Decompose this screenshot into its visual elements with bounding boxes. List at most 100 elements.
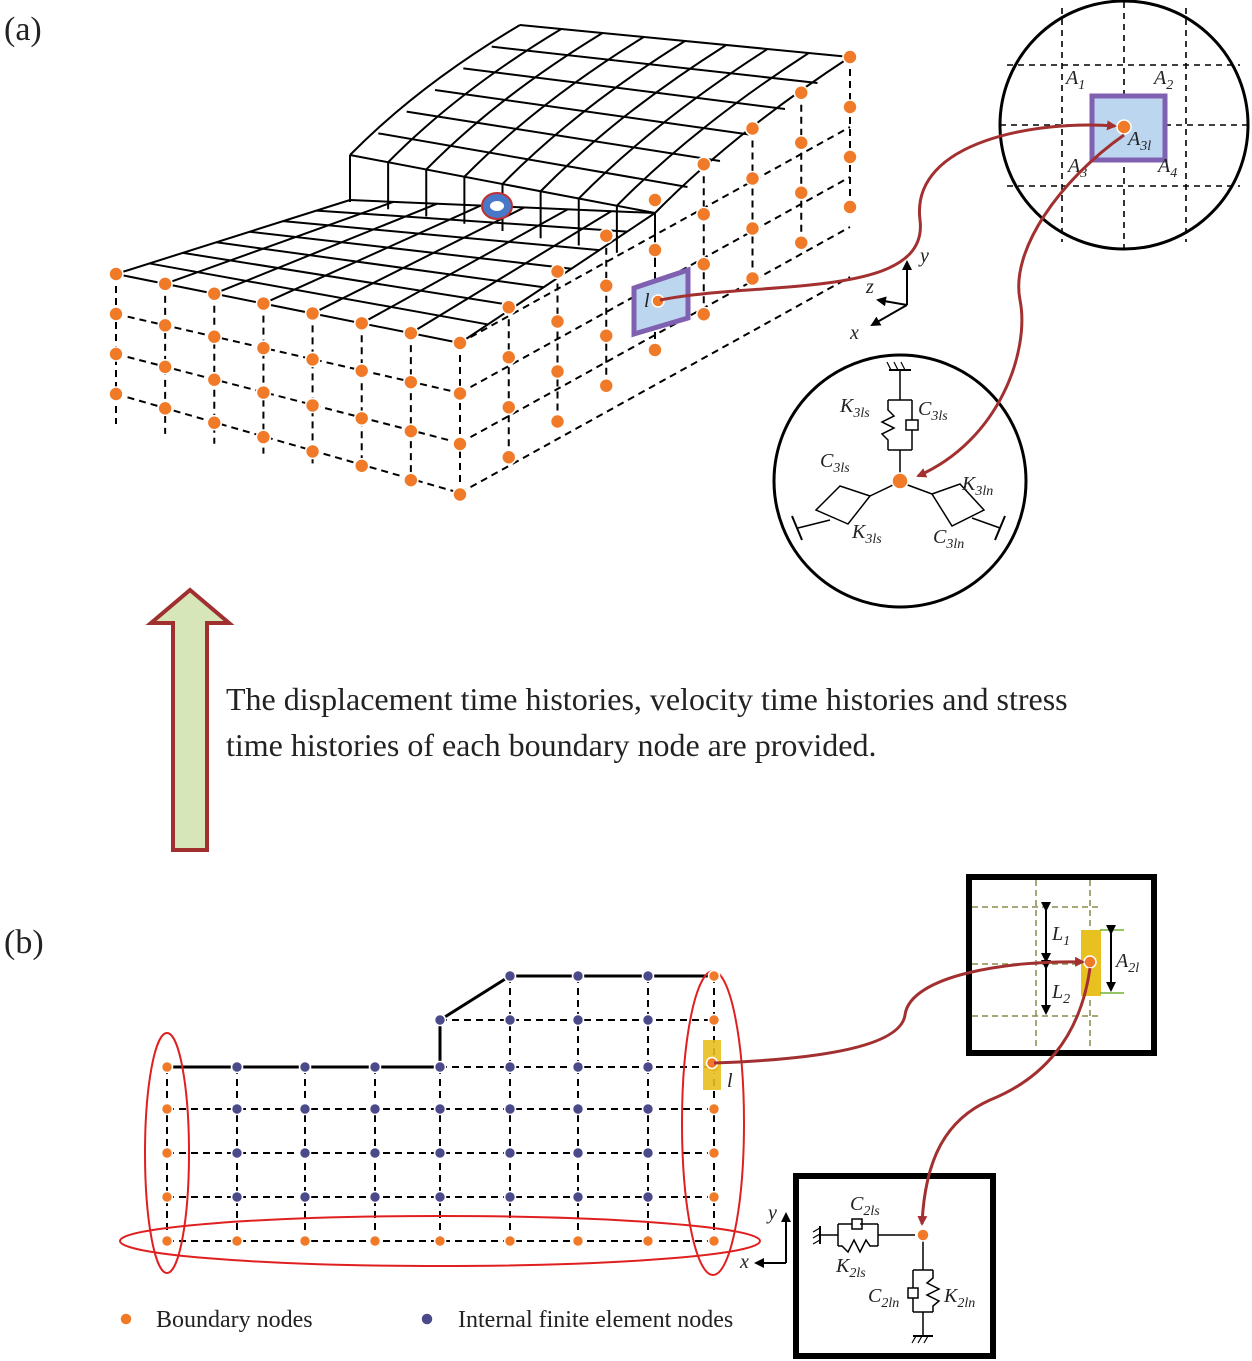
internal-node-b: [641, 1013, 655, 1027]
svg-text:C3ln: C3ln: [933, 526, 964, 552]
boundary-node-a: [255, 384, 272, 401]
boundary-node-a: [157, 317, 173, 334]
boundary-node-a: [842, 49, 858, 65]
arrow-zoom-to-spring-b: [917, 967, 1092, 1226]
boundary-node-b: [160, 1234, 174, 1248]
boundary-node-a: [157, 276, 173, 292]
boundary-node-a: [108, 346, 124, 362]
mesh-a-line: [387, 28, 562, 163]
svg-text:A2: A2: [1152, 67, 1173, 93]
boundary-node-a: [403, 325, 419, 341]
internal-node-b: [298, 1190, 312, 1204]
boundary-node-a: [157, 400, 173, 417]
internal-node-b: [230, 1060, 244, 1074]
internal-node-b: [230, 1102, 244, 1116]
mesh-a-line: [249, 230, 572, 270]
panel-a-3d-mesh: [115, 24, 851, 494]
axes-a: y z x: [849, 245, 929, 344]
mesh-a-line: [216, 241, 544, 289]
mesh-a-line: [463, 67, 786, 110]
boundary-node-a: [549, 413, 566, 430]
mesh-a-line: [115, 273, 461, 344]
mesh-a-line: [316, 209, 628, 233]
boundary-node-b: [707, 1190, 721, 1204]
mesh-a-line: [491, 45, 818, 84]
mesh-a-line: [459, 276, 851, 494]
mesh-a-line: [361, 208, 569, 325]
boundary-node-a: [647, 192, 663, 208]
mesh-a-line: [115, 199, 351, 275]
boundary-node-a: [304, 305, 321, 322]
internal-node-b: [503, 1102, 517, 1116]
mesh-a-line: [149, 262, 489, 326]
svg-text:A4: A4: [1156, 155, 1177, 181]
boundary-node-a: [500, 399, 517, 416]
svg-text:L2: L2: [1051, 981, 1070, 1007]
boundary-node-a: [353, 410, 370, 427]
internal-node-b: [503, 1146, 517, 1160]
boundary-node-a: [549, 363, 566, 380]
boundary-node-a: [108, 266, 124, 282]
mesh-a-line: [406, 110, 721, 162]
axis-y-a: y: [918, 245, 929, 267]
boundary-node-a: [403, 472, 419, 488]
internal-node-b: [298, 1146, 312, 1160]
boundary-node-a: [353, 457, 370, 474]
boundary-node-a: [157, 359, 173, 375]
internal-node-b: [298, 1060, 312, 1074]
mesh-a-line: [459, 126, 851, 344]
legend-boundary-marker: [119, 1312, 133, 1326]
boundary-node-a: [695, 206, 712, 223]
internal-node-b: [503, 1013, 517, 1027]
mesh-a-line: [349, 24, 521, 156]
mesh-a-line: [182, 251, 516, 307]
axis-x-b: x: [739, 1251, 749, 1273]
mesh-a-line: [115, 313, 461, 394]
boundary-node-a: [452, 385, 468, 402]
axis-x-a: x: [849, 322, 859, 344]
internal-node-b: [368, 1060, 382, 1074]
boundary-node-a: [452, 436, 468, 452]
boundary-node-a: [304, 351, 321, 368]
boundary-node-a: [744, 120, 761, 137]
boundary-node-a: [793, 184, 810, 201]
internal-node-b: [433, 1146, 447, 1160]
svg-text:C2ln: C2ln: [868, 1285, 899, 1311]
boundary-node-b: [707, 969, 721, 983]
internal-node-b: [571, 1060, 585, 1074]
internal-node-b: [571, 1102, 585, 1116]
boundary-node-b: [160, 1102, 174, 1116]
legend: Boundary nodes Internal finite element n…: [119, 1307, 733, 1333]
boundary-node-a: [549, 263, 566, 280]
spring-node-a: [891, 472, 909, 490]
panel-a-label: (a): [4, 11, 42, 48]
svg-text:K3ls: K3ls: [839, 395, 870, 421]
boundary-node-a: [598, 377, 615, 394]
boundary-node-a: [549, 313, 566, 330]
boundary-node-b: [368, 1234, 382, 1248]
boundary-node-a: [304, 397, 321, 414]
internal-node-b: [230, 1146, 244, 1160]
internal-node-b: [433, 1013, 447, 1027]
internal-node-b: [230, 1190, 244, 1204]
boundary-node-b: [298, 1234, 312, 1248]
boundary-node-a: [744, 170, 761, 187]
boundary-node-a: [255, 340, 272, 356]
boundary-node-a: [500, 349, 517, 366]
highlighted-boundary-element-a: l: [631, 266, 691, 338]
zoom-box-b: L1 L2 A2l: [966, 874, 1157, 1056]
internal-node-b: [503, 1060, 517, 1074]
boundary-node-b: [571, 1234, 585, 1248]
internal-node-b: [571, 1013, 585, 1027]
boundary-node-a: [695, 306, 712, 323]
highlighted-node-a: [651, 294, 665, 308]
mesh-a-line: [459, 226, 851, 444]
boundary-node-b: [707, 1013, 721, 1027]
svg-text:C2ls: C2ls: [850, 1193, 880, 1219]
boundary-node-a: [353, 315, 370, 332]
internal-node-b: [368, 1190, 382, 1204]
axis-z-a: z: [865, 276, 874, 298]
boundary-node-b: [707, 1234, 721, 1248]
svg-text:K2ls: K2ls: [835, 1255, 866, 1281]
boundary-node-a: [598, 327, 615, 344]
